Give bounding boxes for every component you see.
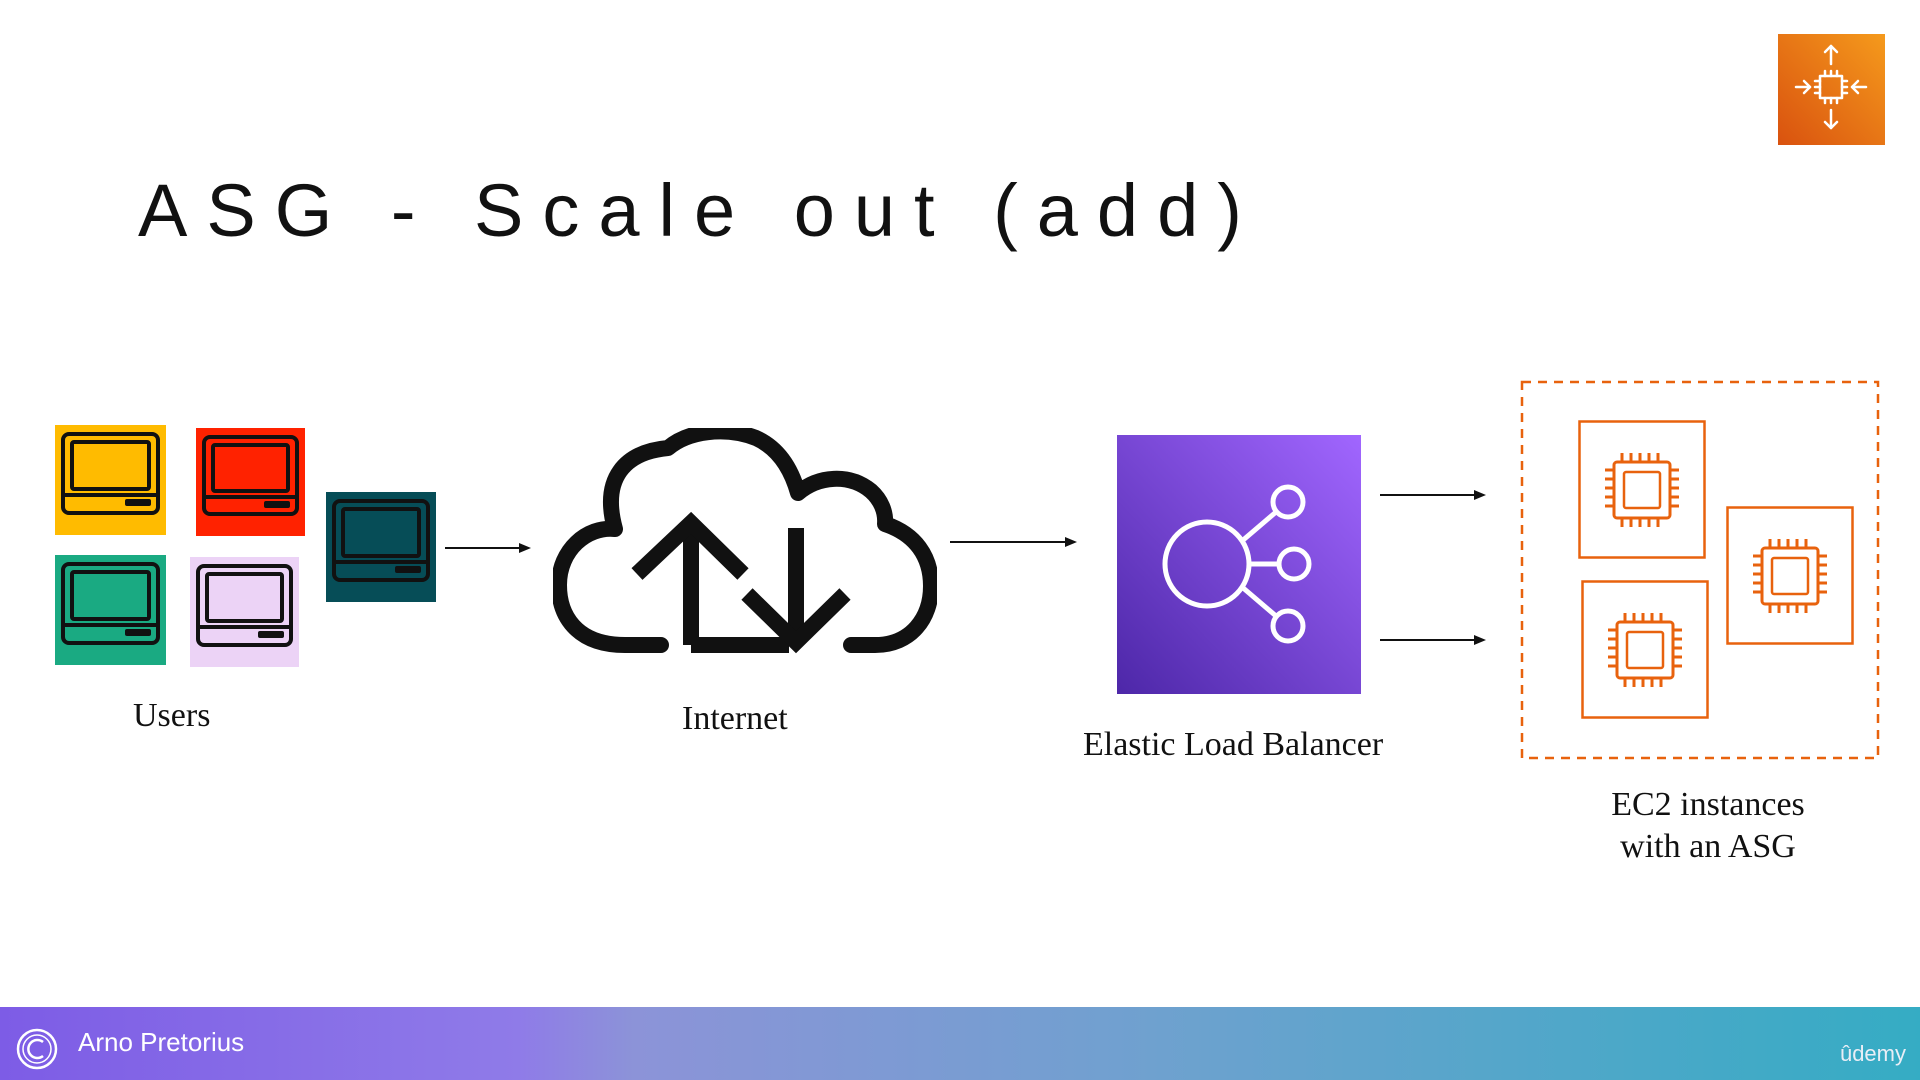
load-balancer-icon (1117, 435, 1361, 694)
footer-bar: Arno Pretorius ûdemy (0, 1007, 1920, 1080)
ec2-label: EC2 instances with an ASG (1611, 786, 1805, 865)
computer-icon (190, 557, 299, 667)
internet-label: Internet (682, 700, 788, 737)
author-name: Arno Pretorius (78, 1027, 245, 1057)
ec2-label-line1: EC2 instances (1611, 786, 1805, 823)
chip-icon (1581, 580, 1709, 719)
copyright-icon (16, 1028, 58, 1070)
computer-icon (55, 425, 166, 535)
arrow-elb-to-ec2-top (1380, 490, 1486, 500)
users-label: Users (133, 697, 211, 734)
computer-icon (326, 492, 436, 602)
chip-icon (1726, 506, 1854, 645)
slide-title: ASG - Scale out (add) (138, 169, 1261, 252)
autoscaling-icon (1778, 34, 1885, 145)
arrow-users-to-internet (445, 543, 531, 553)
arrow-elb-to-ec2-bottom (1380, 635, 1486, 645)
udemy-logo: ûdemy (1839, 1041, 1906, 1066)
chip-icon (1578, 420, 1706, 559)
asg-group-boundary (1520, 380, 1880, 760)
ec2-label-line2: with an ASG (1620, 828, 1796, 865)
cloud-upload-download-icon (553, 428, 937, 654)
computer-icon (196, 428, 305, 536)
arrow-internet-to-elb (950, 537, 1077, 547)
computer-icon (55, 555, 166, 665)
elb-label: Elastic Load Balancer (1083, 726, 1384, 763)
